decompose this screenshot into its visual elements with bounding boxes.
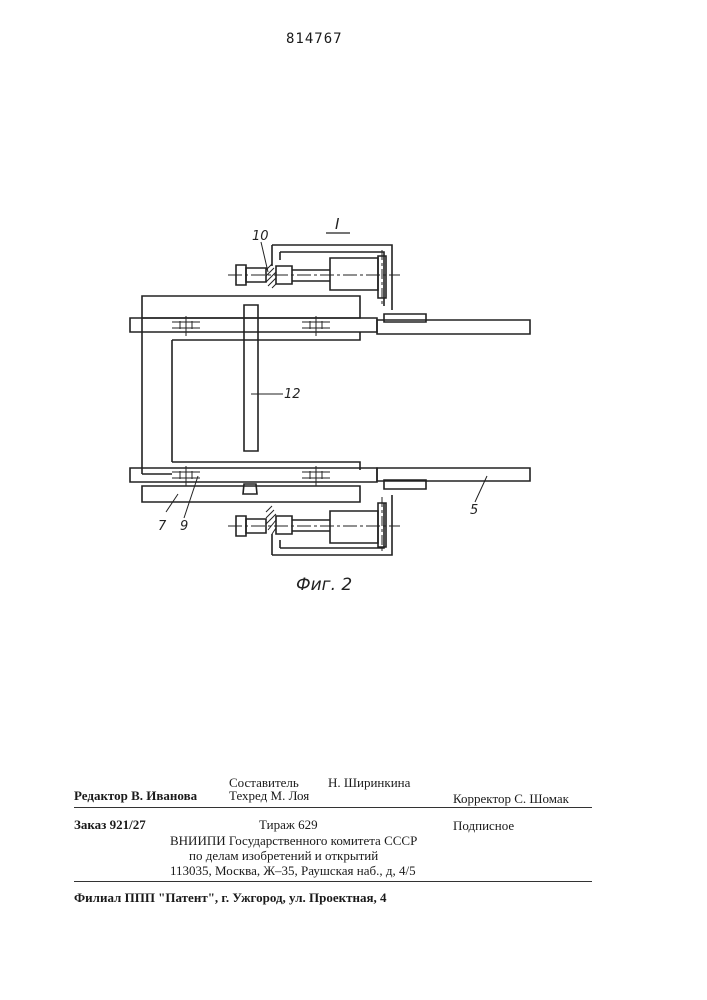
- circulation: Тираж 629: [259, 817, 318, 833]
- lower-conveyor-beam: [377, 468, 530, 481]
- label-10: 10: [252, 229, 269, 244]
- lower-rail: [130, 468, 377, 482]
- figure-caption: Фиг. 2: [296, 575, 352, 595]
- lower-cylinder: [330, 511, 378, 543]
- org-line1: ВНИИПИ Государственного комитета СССР: [170, 833, 417, 849]
- frame-left-channel: [142, 318, 172, 474]
- upper-bracket: [272, 245, 392, 310]
- leader-7: [166, 494, 178, 512]
- upper-left-bearing: [172, 316, 200, 336]
- frame-outline: [142, 296, 360, 318]
- techred: Техред М. Лоя: [229, 788, 309, 804]
- label-12: 12: [284, 387, 301, 402]
- branch: Филиал ППП "Патент", г. Ужгород, ул. Про…: [74, 890, 387, 906]
- vertical-bar-12: [244, 305, 258, 451]
- upper-cylinder: [330, 258, 378, 290]
- compiler-name: Н. Ширинкина: [328, 775, 410, 791]
- lower-hatch: [266, 506, 276, 534]
- subscription: Подписное: [453, 818, 514, 834]
- divider-bottom: [74, 881, 592, 882]
- order: Заказ 921/27: [74, 817, 146, 833]
- lower-bracket: [272, 495, 392, 555]
- upper-rail: [130, 318, 377, 332]
- label-I: I: [335, 215, 340, 233]
- label-5: 5: [470, 503, 478, 518]
- divider-top: [74, 807, 592, 808]
- lower-rod-end: [276, 516, 292, 534]
- label-9: 9: [180, 519, 188, 534]
- upper-right-bearing: [302, 316, 330, 336]
- org-address: 113035, Москва, Ж–35, Раушская наб., д, …: [170, 863, 416, 879]
- frame-inner-top: [172, 332, 360, 340]
- label-7: 7: [158, 519, 167, 534]
- leader-5: [475, 476, 487, 502]
- org-line2: по делам изобретений и открытий: [189, 848, 378, 864]
- editor: Редактор В. Иванова: [74, 788, 197, 804]
- corrector: Корректор С. Шомак: [453, 791, 569, 807]
- upper-hatch: [266, 264, 276, 288]
- lower-right-bearing: [302, 466, 330, 486]
